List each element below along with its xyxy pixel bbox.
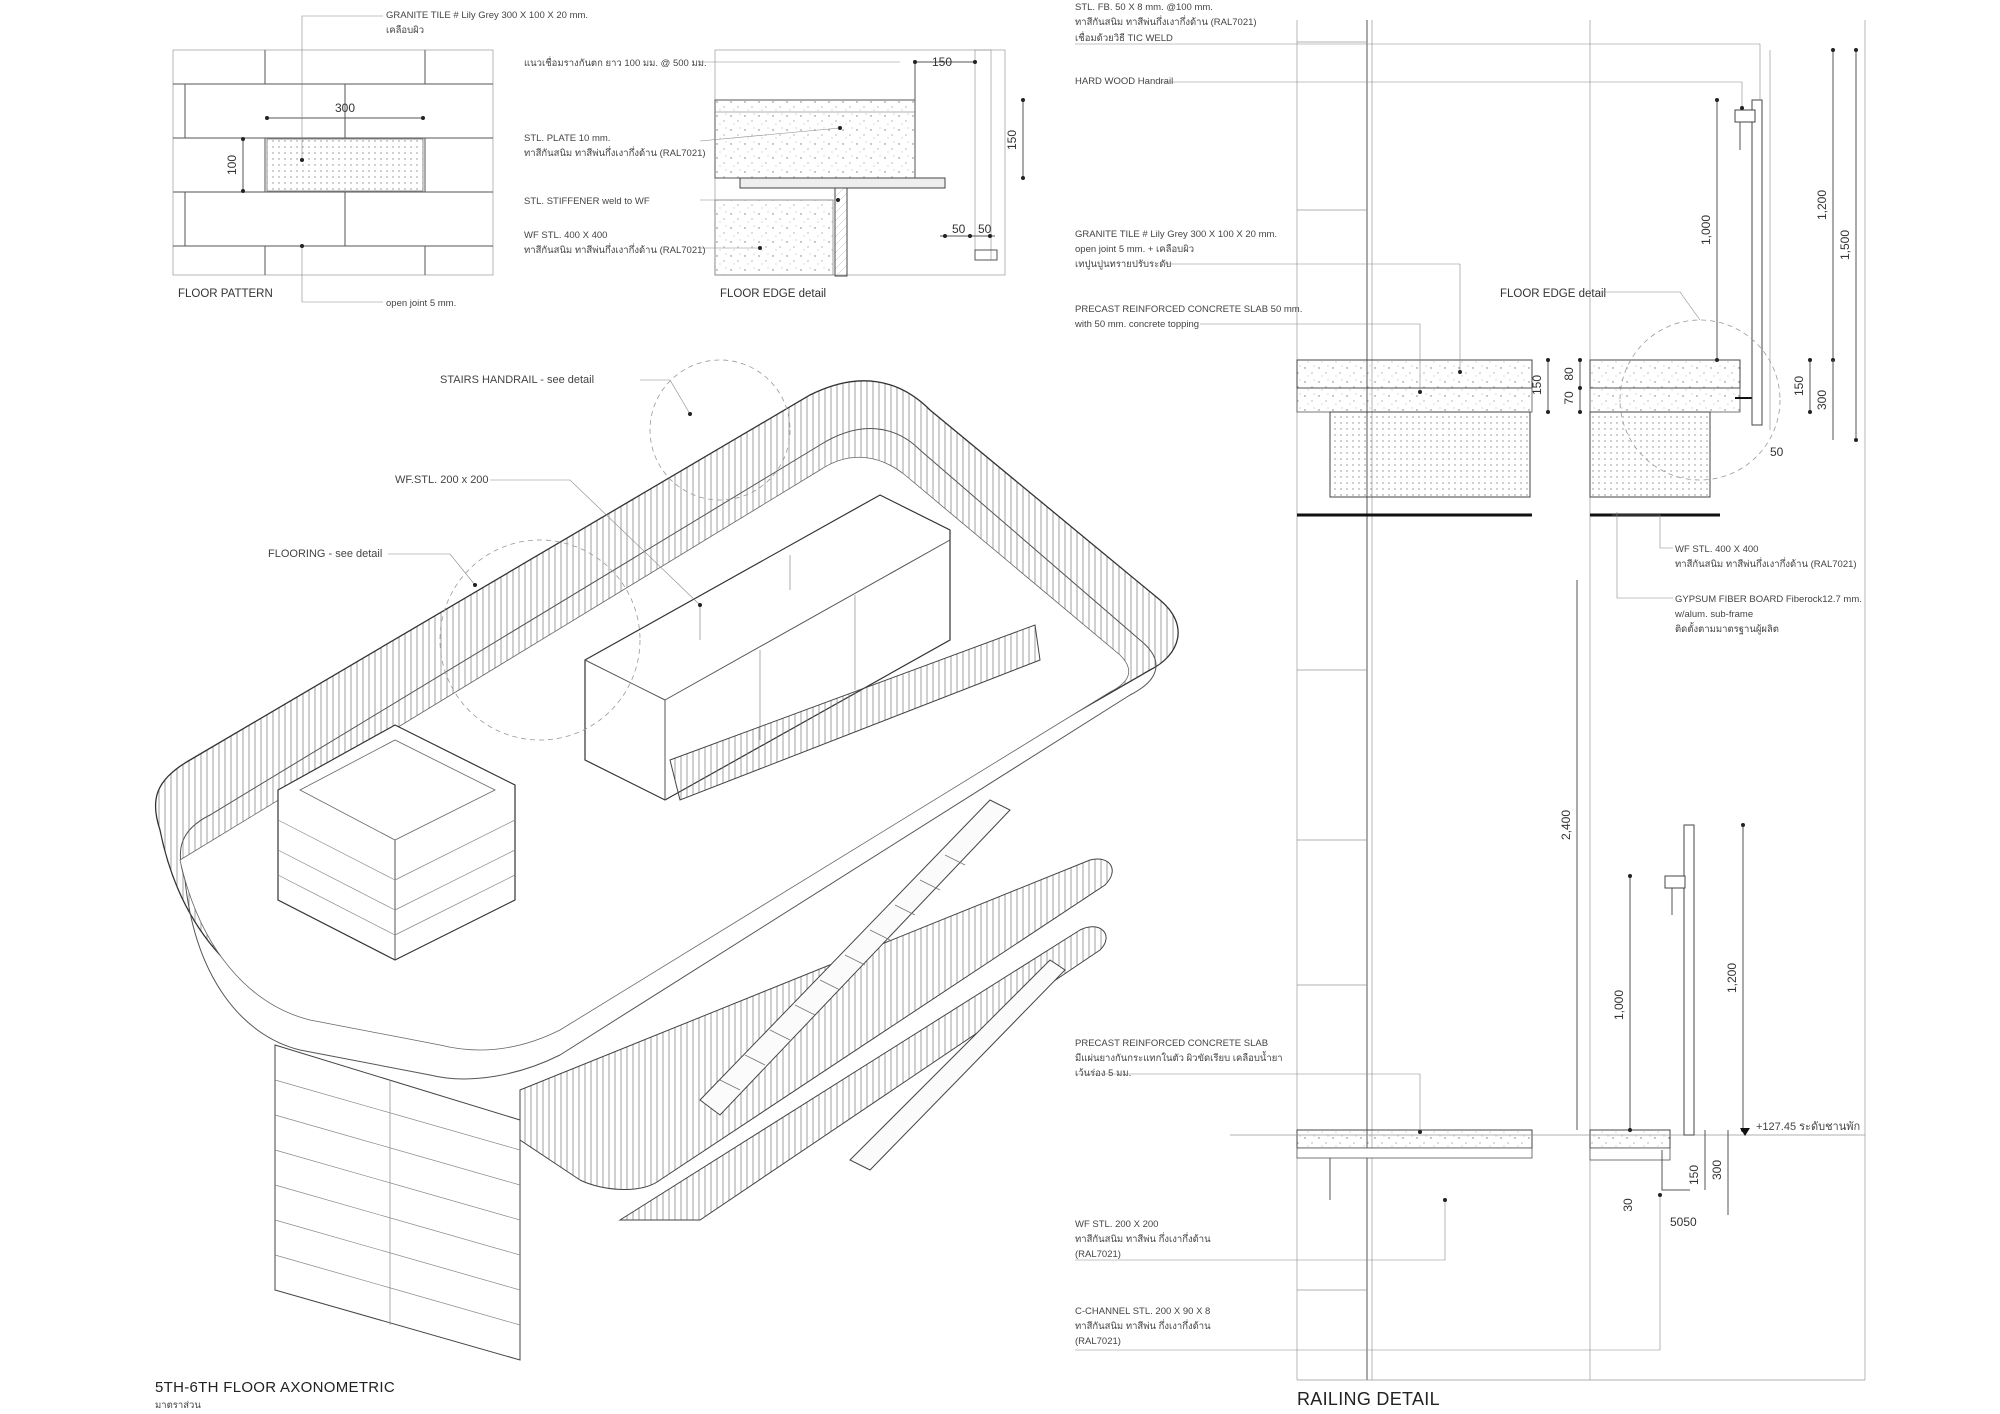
rail-note-landing-finish: มีแผ่นยางกันกระแทกในตัว ผิวขัดเรียบ เคลื… bbox=[1075, 1051, 1283, 1064]
rail-note-wf-finish: ทาสีกันสนิม ทาสีพ่นกึ่งเงากึ่งด้าน (RAL7… bbox=[1675, 557, 1857, 570]
rail-note-topping: with 50 mm. concrete topping bbox=[1074, 319, 1199, 330]
floor-edge-detail-top: 150 150 50 50 แนวเชื่อมรางกันตก ยาว 100 … bbox=[524, 49, 1025, 300]
axonometric-scale: มาตราส่วน bbox=[155, 1400, 201, 1411]
axo-callout-handrail: STAIRS HANDRAIL - see detail bbox=[440, 374, 594, 386]
axonometric-title: 5TH-6TH FLOOR AXONOMETRIC bbox=[155, 1379, 395, 1396]
rail-dim-300-b: 300 bbox=[1710, 1160, 1724, 1180]
rail-dim-50: 50 bbox=[1770, 445, 1784, 459]
rail-note-landing-gap: เว้นร่อง 5 มม. bbox=[1075, 1068, 1131, 1079]
rail-dim-150-c: 150 bbox=[1687, 1165, 1701, 1185]
rail-dim-150-a: 150 bbox=[1530, 375, 1544, 395]
rail-note-gypsum-frame: w/alum. sub-frame bbox=[1674, 609, 1753, 620]
rail-note-fb-finish: ทาสีกันสนิม ทาสีพ่นกึ่งเงากึ่งด้าน (RAL7… bbox=[1075, 15, 1257, 28]
rail-note-channel: C-CHANNEL STL. 200 X 90 X 8 bbox=[1075, 1306, 1210, 1317]
railing-detail: 1,000 1,200 1,500 150 80 70 150 300 50 bbox=[1074, 2, 1866, 1409]
rail-note-channel-ral: (RAL7021) bbox=[1075, 1336, 1121, 1347]
axonometric-drawing: STAIRS HANDRAIL - see detail WF.STL. 200… bbox=[154, 359, 1179, 1411]
rail-dim-1000-bot: 1,000 bbox=[1612, 990, 1626, 1020]
rail-note-precast: PRECAST REINFORCED CONCRETE SLAB 50 mm. bbox=[1075, 304, 1302, 315]
rail-dim-150-b: 150 bbox=[1792, 376, 1806, 396]
rail-dim-1500: 1,500 bbox=[1838, 230, 1852, 260]
axo-callout-flooring: FLOORING - see detail bbox=[268, 548, 382, 560]
rail-level-mark: +127.45 ระดับชานพัก bbox=[1756, 1121, 1860, 1133]
rail-dim-2400: 2,400 bbox=[1559, 810, 1573, 840]
rail-note-wf: WF STL. 400 X 400 bbox=[1675, 544, 1758, 555]
rail-dim-1000-top: 1,000 bbox=[1699, 215, 1713, 245]
edge-note-plate-finish: ทาสีกันสนิม ทาสีพ่นกึ่งเงากึ่งด้าน (RAL7… bbox=[524, 146, 706, 159]
rail-note-tile-joint: open joint 5 mm. + เคลือบผิว bbox=[1075, 244, 1194, 255]
edge-note-stiffener: STL. STIFFENER weld to WF bbox=[524, 196, 650, 207]
rail-dim-80: 80 bbox=[1562, 367, 1576, 381]
rail-note-gypsum-install: ติดตั้งตามมาตรฐานผู้ผลิต bbox=[1675, 622, 1779, 635]
edge-dim-150-v: 150 bbox=[1005, 130, 1019, 150]
floor-pattern-detail: 300 100 GRANITE TILE # Lily Grey 300 X 1… bbox=[172, 10, 588, 309]
edge-dim-150-h: 150 bbox=[932, 55, 952, 69]
pattern-dim-height: 100 bbox=[225, 155, 239, 175]
rail-dim-300-a: 300 bbox=[1815, 390, 1829, 410]
edge-note-wf: WF STL. 400 X 400 bbox=[524, 230, 607, 241]
rail-dim-5050: 5050 bbox=[1670, 1215, 1697, 1229]
rail-note-tile-screed: เทปูนปูนทรายปรับระดับ bbox=[1075, 259, 1171, 270]
railing-detail-title: RAILING DETAIL bbox=[1297, 1389, 1440, 1409]
pattern-callout-tile-finish: เคลือบผิว bbox=[386, 25, 424, 36]
rail-note-wf200-ral: (RAL7021) bbox=[1075, 1249, 1121, 1260]
rail-note-handrail: HARD WOOD Handrail bbox=[1075, 76, 1173, 87]
rail-dim-70: 70 bbox=[1562, 391, 1576, 405]
edge-dim-50-b: 50 bbox=[978, 222, 992, 236]
pattern-callout-joint: open joint 5 mm. bbox=[386, 298, 456, 309]
rail-dim-1200-bot: 1,200 bbox=[1725, 963, 1739, 993]
rail-note-wf200-finish: ทาสีกันสนิม ทาสีพ่น กึ่งเงากึ่งด้าน bbox=[1075, 1232, 1211, 1245]
rail-note-landing-slab: PRECAST REINFORCED CONCRETE SLAB bbox=[1075, 1038, 1268, 1049]
rail-note-channel-finish: ทาสีกันสนิม ทาสีพ่น กึ่งเงากึ่งด้าน bbox=[1075, 1319, 1211, 1332]
rail-note-gypsum: GYPSUM FIBER BOARD Fiberock12.7 mm. bbox=[1675, 594, 1862, 605]
pattern-dim-width: 300 bbox=[335, 101, 355, 115]
edge-note-plate: STL. PLATE 10 mm. bbox=[524, 133, 610, 144]
rail-dim-1200-top: 1,200 bbox=[1815, 190, 1829, 220]
pattern-callout-tile: GRANITE TILE # Lily Grey 300 X 100 X 20 … bbox=[386, 10, 588, 21]
rail-dim-30: 30 bbox=[1621, 1198, 1635, 1212]
rail-note-floor-edge: FLOOR EDGE detail bbox=[1500, 288, 1606, 300]
edge-dim-50-a: 50 bbox=[952, 222, 966, 236]
floor-pattern-title: FLOOR PATTERN bbox=[178, 288, 273, 300]
floor-edge-title-top: FLOOR EDGE detail bbox=[720, 288, 826, 300]
edge-note-wf-finish: ทาสีกันสนิม ทาสีพ่นกึ่งเงากึ่งด้าน (RAL7… bbox=[524, 243, 706, 256]
axo-callout-wf: WF.STL. 200 x 200 bbox=[395, 474, 489, 486]
edge-note-weld: แนวเชื่อมรางกันตก ยาว 100 มม. @ 500 มม. bbox=[524, 56, 707, 69]
rail-note-fb-weld: เชื่อมด้วยวิธี TIC WELD bbox=[1075, 31, 1173, 44]
rail-note-wf200: WF STL. 200 X 200 bbox=[1075, 1219, 1158, 1230]
rail-note-fb: STL. FB. 50 X 8 mm. @100 mm. bbox=[1075, 2, 1213, 13]
rail-note-tile: GRANITE TILE # Lily Grey 300 X 100 X 20 … bbox=[1075, 229, 1277, 240]
